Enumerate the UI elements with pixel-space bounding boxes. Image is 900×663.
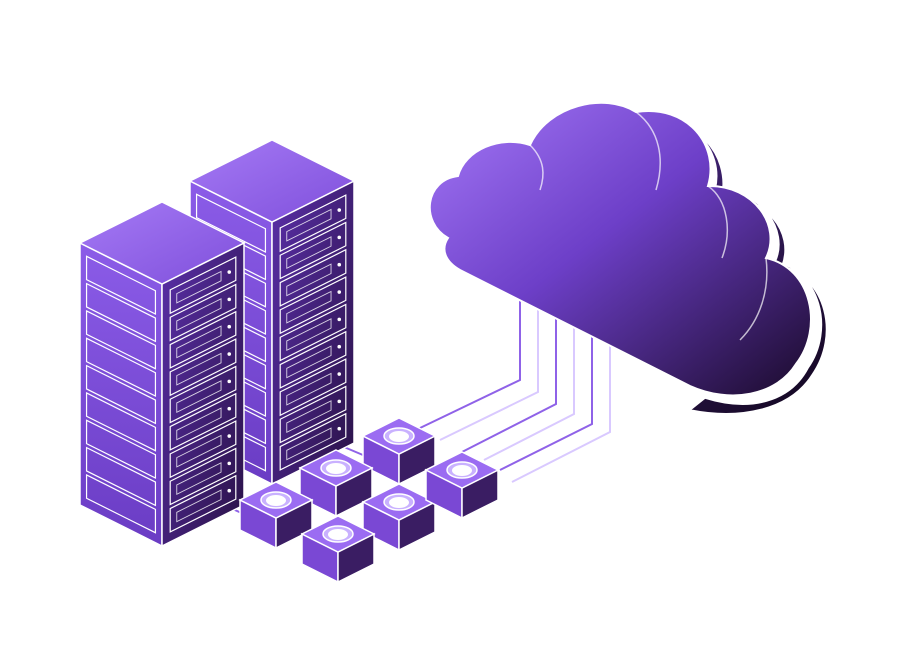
front-tower-unit-left-8 xyxy=(85,446,157,507)
connector-blocks xyxy=(238,417,500,584)
front-tower-led-8 xyxy=(227,461,232,466)
front-tower-unit-left-4 xyxy=(85,337,157,398)
front-tower-unit-right-8 xyxy=(169,447,237,506)
front-tower-unit-right-1 xyxy=(169,256,237,315)
back-tower-top-face xyxy=(188,139,356,223)
front-tower-unit-left-2 xyxy=(85,282,157,343)
back-tower-led-6 xyxy=(337,344,342,349)
front-tower-top-face xyxy=(78,201,246,285)
back-tower-slot-8 xyxy=(286,400,332,434)
back-tower-led-5 xyxy=(337,317,342,322)
cloud-bump-2 xyxy=(635,111,661,191)
back-tower-led-7 xyxy=(337,372,342,376)
block-2-port-hole xyxy=(326,463,346,474)
back-tower-unit-right-1 xyxy=(279,194,347,253)
back-tower-led-3 xyxy=(337,262,342,267)
front-tower-unit-left-6 xyxy=(85,391,157,452)
back-tower-slot-3 xyxy=(286,263,332,297)
front-tower-unit-right-9 xyxy=(169,474,237,533)
front-tower-unit-right-7 xyxy=(169,420,237,479)
front-tower-slot-7 xyxy=(176,434,222,468)
back-tower-slot-2 xyxy=(286,236,332,270)
back-tower-unit-right-6 xyxy=(279,330,347,389)
front-tower-slot-5 xyxy=(176,380,222,414)
front-tower-slot-6 xyxy=(176,407,222,441)
cloud-bump-1 xyxy=(529,144,544,191)
block-7-port-hole xyxy=(452,465,472,476)
back-tower-slot-7 xyxy=(286,372,332,406)
back-tower-slot-5 xyxy=(286,318,332,352)
network-wires xyxy=(199,300,611,517)
front-tower-unit-right-6 xyxy=(169,392,237,451)
cloud-bump-3 xyxy=(707,185,728,259)
front-tower-slot-3 xyxy=(176,325,222,359)
front-tower-led-5 xyxy=(227,379,232,384)
front-tower-unit-left-5 xyxy=(85,364,157,425)
front-tower-slot-2 xyxy=(176,298,222,332)
back-tower-unit-left-1 xyxy=(195,193,267,254)
wire-3 xyxy=(461,310,557,453)
front-tower-led-9 xyxy=(227,488,232,493)
wire-6 xyxy=(511,325,611,483)
front-tower-slot-8 xyxy=(176,462,222,496)
block-5-port-hole xyxy=(389,497,409,508)
cloud-icon xyxy=(428,101,828,415)
front-tower-unit-right-2 xyxy=(169,283,237,342)
front-tower-led-6 xyxy=(227,406,232,411)
back-tower-unit-right-9 xyxy=(279,412,347,471)
front-tower-slot-4 xyxy=(176,352,222,386)
block-4-port-hole xyxy=(266,495,286,506)
back-tower-slot-6 xyxy=(286,345,332,379)
front-tower-slot-9 xyxy=(176,489,222,523)
back-tower-slot-1 xyxy=(286,208,332,242)
front-tower-unit-left-7 xyxy=(85,419,157,480)
front-tower-led-1 xyxy=(227,270,232,274)
front-tower-unit-right-5 xyxy=(169,365,237,424)
cloud-face xyxy=(428,101,812,397)
wire-5 xyxy=(499,320,593,471)
front-tower-led-4 xyxy=(227,352,232,356)
back-tower-unit-right-3 xyxy=(279,248,347,307)
server-tower-front xyxy=(78,201,246,548)
back-tower-led-4 xyxy=(337,290,342,294)
back-tower-unit-right-2 xyxy=(279,221,347,280)
back-tower-unit-right-5 xyxy=(279,303,347,362)
back-tower-unit-right-4 xyxy=(279,276,347,335)
front-tower-unit-right-4 xyxy=(169,338,237,397)
block-6-port-hole xyxy=(328,529,348,540)
wire-1 xyxy=(419,300,521,429)
front-tower-unit-right-3 xyxy=(169,310,237,369)
back-tower-unit-right-8 xyxy=(279,385,347,444)
front-tower-slot-1 xyxy=(176,270,222,304)
wire-4 xyxy=(483,315,575,461)
front-tower-unit-left-9 xyxy=(85,473,157,534)
front-tower-led-7 xyxy=(227,434,232,438)
front-tower-unit-left-3 xyxy=(85,309,157,370)
back-tower-led-8 xyxy=(337,399,342,404)
cloud-bump-4 xyxy=(739,257,768,341)
wire-2 xyxy=(439,305,539,441)
back-tower-led-9 xyxy=(337,426,342,431)
back-tower-led-1 xyxy=(337,208,342,212)
back-tower-slot-9 xyxy=(286,427,332,461)
back-tower-led-2 xyxy=(337,235,342,240)
block-1-port-hole xyxy=(389,431,409,442)
back-tower-unit-right-7 xyxy=(279,358,347,417)
front-tower-led-2 xyxy=(227,297,232,302)
front-tower-unit-left-1 xyxy=(85,255,157,316)
back-tower-slot-4 xyxy=(286,290,332,324)
front-tower-led-3 xyxy=(227,324,232,329)
